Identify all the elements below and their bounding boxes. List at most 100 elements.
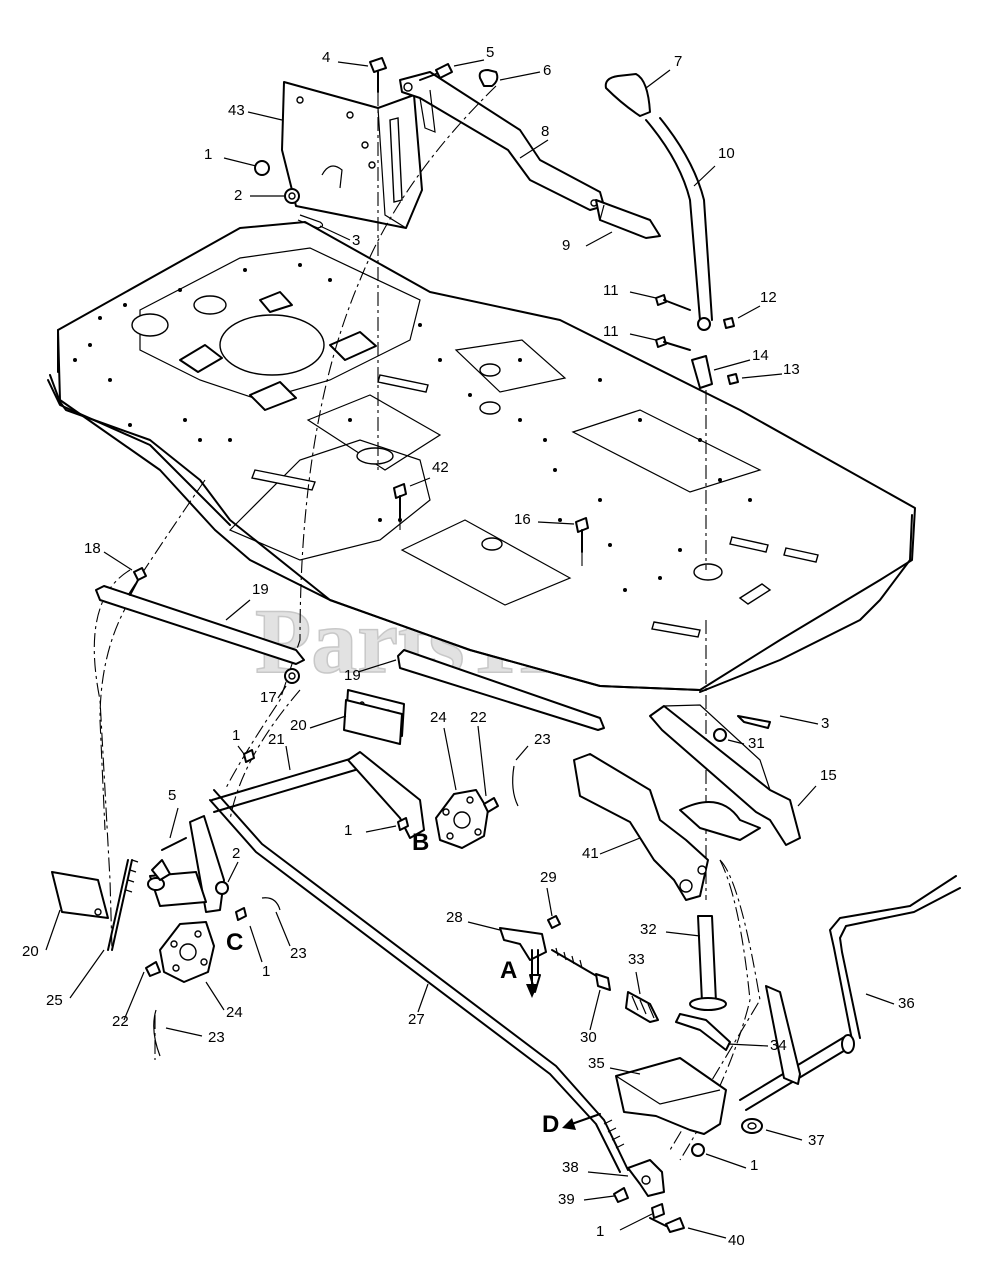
callout-number: 10	[718, 145, 735, 162]
callout-number: 35	[588, 1055, 605, 1072]
callout-35: 35	[588, 1055, 641, 1075]
callout-number: 1	[344, 822, 352, 839]
callout-leader-line	[583, 1195, 615, 1201]
callout-7: 7	[645, 53, 682, 89]
callout-leader-line	[619, 1213, 653, 1231]
callout-24: 24	[205, 981, 243, 1021]
callout-number: 2	[234, 187, 242, 204]
callout-number: 1	[596, 1223, 604, 1240]
callout-leader-line	[713, 359, 751, 371]
reference-letter-d: D	[542, 1111, 559, 1138]
callout-number: 3	[352, 232, 360, 249]
callout-2: 2	[227, 845, 240, 883]
callout-4: 4	[322, 49, 369, 67]
callout-leader-line	[589, 989, 601, 1031]
callout-leader-line	[103, 551, 133, 571]
callout-leader-line	[727, 739, 745, 745]
part-35-bracket	[615, 1057, 763, 1135]
callout-1: 1	[344, 822, 397, 839]
callout-24: 24	[430, 709, 457, 791]
callout-40: 40	[687, 1227, 745, 1249]
callout-number: 39	[558, 1191, 575, 1208]
bolts-frame	[393, 483, 589, 553]
callout-leader-line	[205, 981, 225, 1011]
callout-17: 17	[260, 685, 287, 706]
part-10-shift-lever	[595, 73, 713, 321]
reference-letter-a: A	[500, 957, 517, 984]
part-30-adjuster	[551, 947, 611, 991]
callout-9: 9	[562, 231, 613, 254]
callout-number: 2	[232, 845, 240, 862]
callout-43: 43	[228, 102, 283, 121]
callout-3: 3	[779, 715, 829, 732]
callout-number: 28	[446, 909, 463, 926]
callout-number: 32	[640, 921, 657, 938]
callout-leader-line	[665, 931, 701, 937]
callout-leader-line	[409, 477, 431, 487]
callout-leader-line	[629, 333, 657, 341]
callout-leader-line	[515, 745, 529, 761]
callout-1: 1	[204, 146, 257, 167]
part-23-clips	[153, 765, 519, 1057]
callout-leader-line	[309, 715, 347, 729]
callout-number: 15	[820, 767, 837, 784]
callout-leader-line	[693, 165, 716, 187]
callout-20: 20	[22, 909, 61, 960]
callout-number: 33	[628, 951, 645, 968]
callout-15: 15	[797, 767, 837, 807]
part-34-link	[675, 1013, 731, 1051]
callout-number: 29	[540, 869, 557, 886]
callout-5: 5	[168, 787, 179, 839]
callout-23: 23	[515, 731, 551, 761]
callout-22: 22	[470, 709, 487, 797]
callout-1: 1	[249, 925, 270, 980]
callout-number: 12	[760, 289, 777, 306]
callout-number: 22	[112, 1013, 129, 1030]
callout-leader-line	[546, 887, 553, 917]
callout-10: 10	[693, 145, 735, 187]
callout-3: 3	[319, 225, 360, 249]
callout-38: 38	[562, 1159, 629, 1177]
callout-number: 37	[808, 1132, 825, 1149]
callout-number: 5	[486, 44, 494, 61]
callout-leader-line	[69, 949, 105, 999]
part-32-pin	[689, 915, 727, 1011]
callout-number: 43	[228, 102, 245, 119]
callout-number: 19	[252, 581, 269, 598]
part-8-bracket	[399, 71, 605, 211]
callout-number: 8	[541, 123, 549, 140]
callout-number: 34	[770, 1037, 787, 1054]
callout-2: 2	[234, 187, 284, 204]
callout-leader-line	[337, 61, 369, 67]
callout-leader-line	[645, 69, 671, 89]
callout-number: 7	[674, 53, 682, 70]
callout-leader-line	[585, 231, 613, 247]
callout-leader-line	[499, 71, 541, 81]
callout-number: 30	[580, 1029, 597, 1046]
callout-number: 36	[898, 995, 915, 1012]
callout-number: 42	[432, 459, 449, 476]
part-25-rod	[107, 859, 139, 951]
fasteners-top	[254, 57, 499, 229]
callout-1: 1	[705, 1153, 758, 1174]
callout-31: 31	[727, 735, 765, 752]
callout-12: 12	[737, 289, 777, 319]
part-19-rods	[95, 567, 605, 731]
callout-28: 28	[446, 909, 501, 931]
callout-leader-line	[223, 157, 257, 167]
callout-number: 21	[268, 731, 285, 748]
callout-leader-line	[537, 521, 575, 525]
callout-number: 27	[408, 1011, 425, 1028]
callout-18: 18	[84, 540, 133, 571]
callout-number: 40	[728, 1232, 745, 1249]
frame-body	[47, 221, 916, 693]
callout-leader-line	[247, 111, 283, 121]
part-20-plates	[51, 699, 403, 919]
callout-leader-line	[635, 971, 641, 995]
callout-leader-line	[737, 305, 761, 319]
callout-leader-line	[453, 59, 485, 67]
callout-leader-line	[705, 1153, 747, 1169]
callout-23: 23	[275, 911, 307, 962]
callout-leader-line	[443, 727, 457, 791]
callout-number: 14	[752, 347, 769, 364]
